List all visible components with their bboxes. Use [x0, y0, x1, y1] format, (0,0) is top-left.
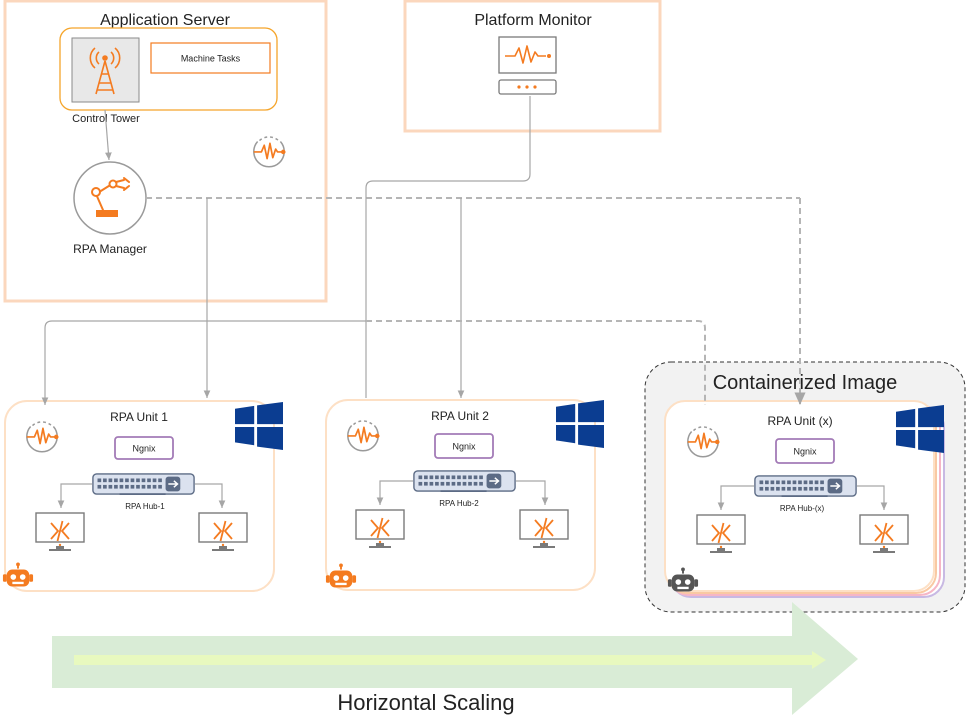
hub-label: RPA Hub-2 — [439, 499, 479, 508]
robotic-arm-icon — [91, 177, 130, 217]
machine-tasks-label: Machine Tasks — [181, 54, 241, 64]
monitor-to-unit-2-connector — [365, 96, 531, 398]
hub-switch-icon — [754, 474, 857, 498]
hub-to-right-client — [857, 485, 888, 510]
rpa-unit-2-title: RPA Unit 2 — [431, 409, 489, 423]
hub-to-left-client — [376, 480, 413, 505]
rpa-unit-1: RPA Unit 1 Ngnix RPA Hub-1 — [2, 402, 283, 588]
hub-to-right-client — [195, 483, 226, 508]
rpa-unit-x-title: RPA Unit (x) — [767, 414, 832, 428]
hub-label: RPA Hub-(x) — [780, 504, 825, 513]
tower-to-manager-connector — [104, 109, 112, 161]
ngnix-box — [114, 436, 174, 460]
platform-monitor-title: Platform Monitor — [474, 12, 592, 29]
rpa-unit-x: RPA Unit (x) Ngnix RPA Hub-(x) — [667, 405, 944, 593]
ngnix-label: Ngnix — [452, 442, 476, 452]
rpa-unit-2: RPA Unit 2 Ngnix RPA Hub-2 — [325, 400, 604, 589]
application-server-title: Application Server — [100, 12, 231, 29]
horizontal-scaling-label: Horizontal Scaling — [337, 690, 514, 715]
control-tower-tile — [71, 37, 140, 103]
rpa-manager-label: RPA Manager — [73, 242, 147, 256]
ngnix-label: Ngnix — [793, 447, 817, 457]
monitor-to-unit-x-dashed — [366, 320, 706, 405]
hub-to-right-client — [516, 480, 549, 505]
connectors — [41, 96, 806, 405]
hub-switch-icon — [413, 469, 516, 493]
ngnix-box — [434, 433, 494, 459]
hub-to-left-client — [57, 483, 92, 508]
rpa-unit-2-panel — [325, 399, 596, 591]
horizontal-scaling-arrow-inner — [74, 651, 826, 669]
rpa-manager-node — [73, 161, 147, 235]
machine-tasks-box — [150, 42, 271, 74]
server-monitor-icon — [498, 36, 557, 95]
ngnix-label: Ngnix — [132, 444, 156, 454]
radio-tower-icon — [89, 47, 121, 95]
rpa-unit-1-title: RPA Unit 1 — [110, 410, 168, 424]
hub-switch-icon — [92, 472, 195, 496]
hub-to-left-client — [717, 485, 754, 510]
containerized-image-title: Containerized Image — [713, 372, 898, 394]
rpa-unit-1-panel — [4, 400, 275, 592]
ngnix-box — [775, 438, 835, 464]
monitor-to-unit-1-connector — [41, 320, 366, 405]
hub-label: RPA Hub-1 — [125, 502, 165, 511]
